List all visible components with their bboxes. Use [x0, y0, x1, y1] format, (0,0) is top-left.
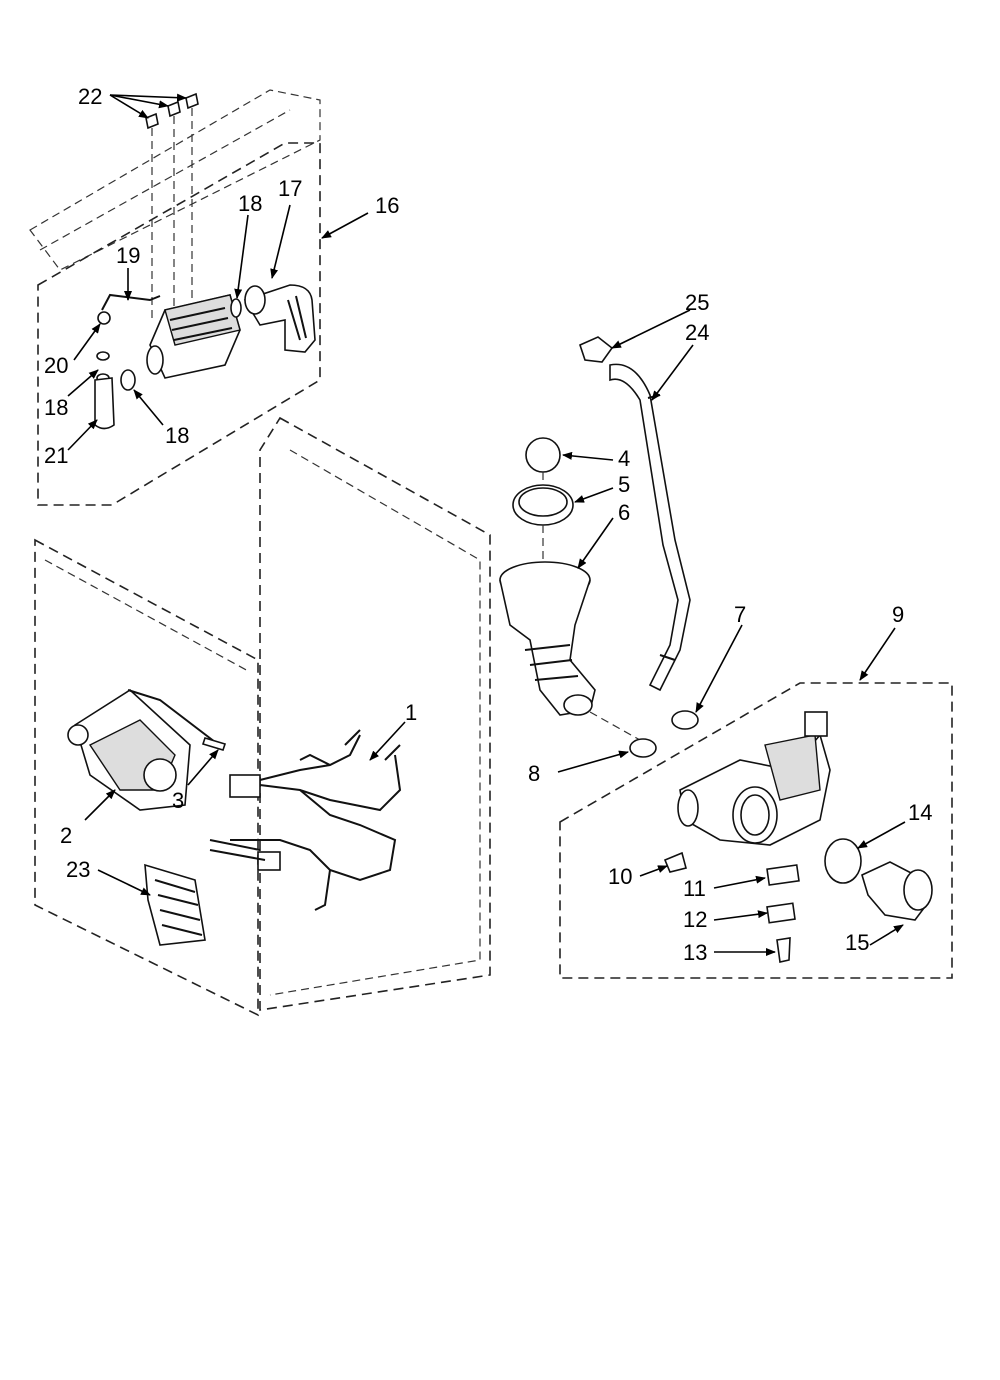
- heater-assembly-group: [29, 89, 321, 506]
- label-6: 6: [618, 500, 630, 525]
- plate-12: [766, 902, 796, 924]
- screw-13: [776, 937, 791, 963]
- label-2: 2: [60, 823, 72, 848]
- label-19: 19: [116, 243, 140, 268]
- bracket-23: [144, 863, 206, 946]
- ball-4: [525, 437, 561, 473]
- heater-group-box: [37, 142, 321, 506]
- label-9: 9: [892, 602, 904, 627]
- motor: [67, 688, 216, 811]
- heater-hose: [243, 284, 316, 353]
- label-8: 8: [528, 761, 540, 786]
- label-24: 24: [685, 320, 709, 345]
- thermostat-21: [94, 377, 115, 430]
- label-13: 13: [683, 940, 707, 965]
- clamp-7: [671, 710, 699, 730]
- clamp-8: [629, 738, 657, 758]
- wire-harness: [209, 729, 402, 911]
- label-15: 15: [845, 930, 869, 955]
- label-23: 23: [66, 857, 90, 882]
- bolt-3: [201, 737, 227, 751]
- tub-top-inner-line: [39, 109, 291, 251]
- label-16: 16: [375, 193, 399, 218]
- tub-top-outline: [29, 89, 321, 271]
- leader-arrows: [67, 93, 906, 956]
- label-18-top: 18: [238, 191, 262, 216]
- sensor-20: [97, 311, 111, 325]
- label-21: 21: [44, 443, 68, 468]
- filter-15: [861, 861, 933, 921]
- label-1: 1: [405, 700, 417, 725]
- sump-6: [499, 561, 596, 716]
- label-17: 17: [278, 176, 302, 201]
- drain-pump: [677, 711, 831, 846]
- ring-5-inner: [518, 487, 568, 517]
- heater-element: [146, 294, 241, 379]
- label-22: 22: [78, 84, 102, 109]
- cabinet-outline: [34, 416, 491, 1017]
- pump-group-box: [559, 682, 953, 979]
- label-18-left: 18: [44, 395, 68, 420]
- clamp-18-top: [230, 298, 242, 318]
- label-7: 7: [734, 602, 746, 627]
- label-18-lower: 18: [165, 423, 189, 448]
- label-11: 11: [683, 876, 706, 901]
- label-10: 10: [608, 864, 632, 889]
- clip-25: [579, 336, 614, 363]
- label-5: 5: [618, 472, 630, 497]
- screws-22: [145, 92, 199, 320]
- bracket-19: [101, 293, 161, 311]
- label-20: 20: [44, 353, 68, 378]
- label-14: 14: [908, 800, 932, 825]
- assembly-guide-lines: [542, 472, 641, 741]
- label-3: 3: [172, 788, 184, 813]
- gasket-11: [766, 864, 800, 886]
- washer-18-left: [96, 351, 110, 361]
- label-4: 4: [618, 446, 630, 471]
- part-10: [663, 851, 687, 873]
- drain-hose-24: [609, 363, 691, 692]
- seal-14: [824, 838, 862, 884]
- clamp-18-lower: [120, 369, 136, 391]
- label-12: 12: [683, 907, 707, 932]
- label-25: 25: [685, 290, 709, 315]
